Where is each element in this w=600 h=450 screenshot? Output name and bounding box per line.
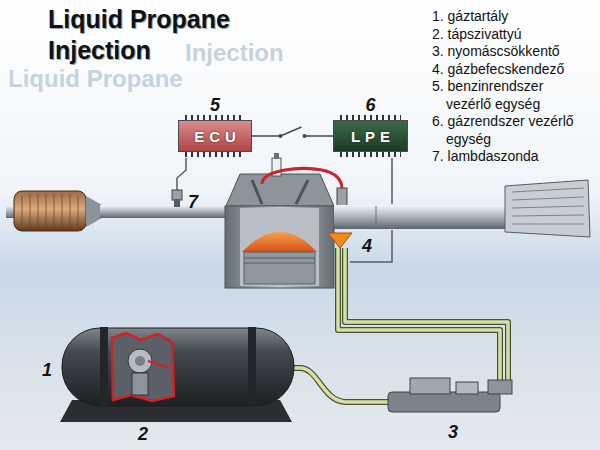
callout-number: 7 [188, 192, 198, 212]
unit-label: ECU [189, 128, 241, 145]
watermark-text: Injection [185, 40, 284, 66]
chip-pins [340, 115, 401, 120]
legend-item: 6. gázrendszer vezérlő egység [432, 113, 588, 148]
chip-pins [185, 115, 245, 120]
unit-label: LPE [346, 128, 395, 145]
callout-number: 6 [333, 96, 408, 114]
wire-connector [252, 127, 333, 136]
watermark-text: Liquid Propane [8, 66, 183, 92]
legend-item: 3. nyomáscsökkentő [432, 43, 588, 61]
control-unit-chip: ECU [178, 120, 252, 152]
callout-number: 3 [448, 422, 458, 442]
callout-number: 4 [362, 236, 372, 256]
lpe-unit: 6LPE [333, 96, 408, 152]
legend-item: 7. lambdaszonda [432, 148, 588, 166]
switch-contact [303, 134, 307, 138]
legend-item: 1. gáztartály [432, 8, 588, 26]
callout-number: 2 [138, 424, 148, 444]
ecu-unit: 5ECU [178, 96, 252, 152]
chip-pins [340, 152, 401, 157]
control-unit-chip: LPE [333, 120, 408, 152]
chip-pins [185, 152, 245, 157]
legend-item: 5. benzinrendszer vezérlő egység [432, 78, 588, 113]
callout-number: 1 [42, 360, 52, 380]
legend-item: 2. tápszivattyú [432, 26, 588, 44]
callout-number: 5 [178, 96, 252, 114]
legend-item: 4. gázbefecskendező [432, 61, 588, 79]
switch-contact [279, 134, 283, 138]
legend-list: 1. gáztartály2. tápszivattyú3. nyomáscsö… [432, 8, 588, 166]
